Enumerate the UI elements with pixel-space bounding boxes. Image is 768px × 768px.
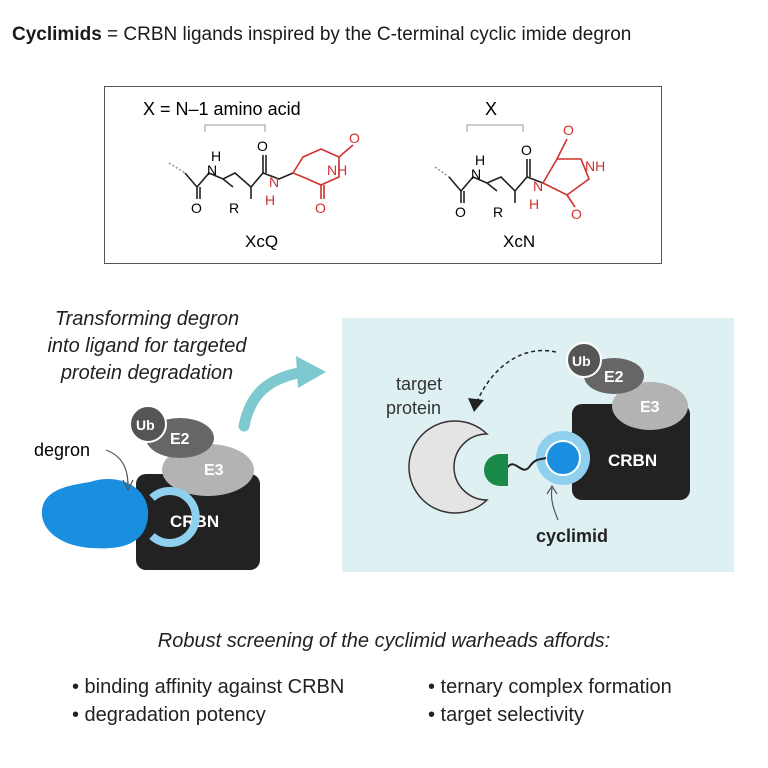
page-title: Cyclimids = CRBN ligands inspired by the… [12,24,631,46]
title-bold-term: Cyclimids [12,24,102,45]
degron-pointer [105,449,129,487]
xcn-atom-nh: NH [585,158,605,174]
bullet-binding-affinity: • binding affinity against CRBN [72,676,345,698]
cyclimid-label: cyclimid [536,526,608,546]
xcq-atom-r: R [229,200,239,216]
target-protein-shape [408,420,489,514]
left-title-line-2: into ligand for targeted [47,335,247,357]
xcn-atom-n2: N [533,178,543,194]
xcn-atom-h2: H [529,196,539,212]
xcq-atom-o4: O [315,200,326,216]
left-target-protein [41,479,149,549]
right-bracket [466,124,524,132]
xcn-name: XcN [503,232,535,251]
target-binder [484,454,508,486]
xcn-atom-o2: O [455,204,466,220]
left-title-line-3: protein degradation [60,362,234,384]
xcq-atom-h1: H [211,148,221,164]
xcq-atom-o3: O [349,130,360,146]
cyclimid-pointer-head [546,484,558,495]
left-e3-label: E3 [204,462,224,479]
right-e3-ellipse [612,382,688,430]
right-ub-label: Ub [572,353,591,369]
linker [506,457,547,471]
xcn-atom-o3: O [563,122,574,138]
right-ub-circle [566,342,602,378]
xcn-structure [434,159,544,203]
left-e2-label: E2 [170,431,190,448]
cyclimid-pointer [550,487,559,521]
mechanism-diagram: CRBN E3 E2 Ub degron CRBN E3 E2 Ub targe… [34,318,734,572]
left-structure-label: X = N–1 amino acid [143,99,301,119]
xcq-atom-n1: N [207,162,217,178]
title-rest: = CRBN ligands inspired by the C-termina… [101,24,632,45]
dashed-arrow [475,349,557,405]
target-label-line-1: target [396,374,442,394]
degron-pointer-head [122,479,134,492]
left-panel-title: Transforming degron into ligand for targ… [22,306,272,387]
bullet-target-selectivity: • target selectivity [428,704,584,726]
transform-arrow [238,366,310,432]
footer-lead: Robust screening of the cyclimid warhead… [157,630,611,652]
xcn-atom-o1: O [521,142,532,158]
bullet-ternary-complex: • ternary complex formation [428,676,672,698]
left-degron-halo [149,487,200,547]
right-structure-label: X [485,99,497,119]
left-title-line-1: Transforming degron [54,308,240,330]
right-e2-label: E2 [604,369,624,386]
xcq-atom-n2: N [269,174,279,190]
chemical-structures-svg: X = N–1 amino acid H N O O R N H NH O O … [143,99,605,251]
xcq-atom-o2: O [191,200,202,216]
right-crbn-label: CRBN [608,451,657,470]
degron-label: degron [34,440,90,460]
bullet-degradation-potency: • degradation potency [72,704,266,726]
target-label-line-2: protein [386,398,441,418]
xcq-atom-nh: NH [327,162,347,178]
right-e3-label: E3 [640,399,660,416]
xcq-atom-h2: H [265,192,275,208]
xcq-atom-o1: O [257,138,268,154]
left-ub-label: Ub [136,417,155,433]
left-bracket [204,124,266,132]
chemical-structures-box: X = N–1 amino acid H N O O R N H NH O O … [104,86,662,264]
xcq-red-ring [291,144,354,199]
dashed-arrow-head [468,398,484,412]
xcq-name: XcQ [245,232,278,251]
xcn-red-ring [541,138,590,208]
transform-arrow-head [296,356,326,388]
xcn-atom-r: R [493,204,503,220]
xcn-atom-h1: H [475,152,485,168]
left-ub-circle [129,405,167,443]
cyclimid-warhead [545,440,581,476]
xcn-atom-o4: O [571,206,582,222]
xcq-structure [168,155,294,199]
xcn-atom-n1: N [471,166,481,182]
